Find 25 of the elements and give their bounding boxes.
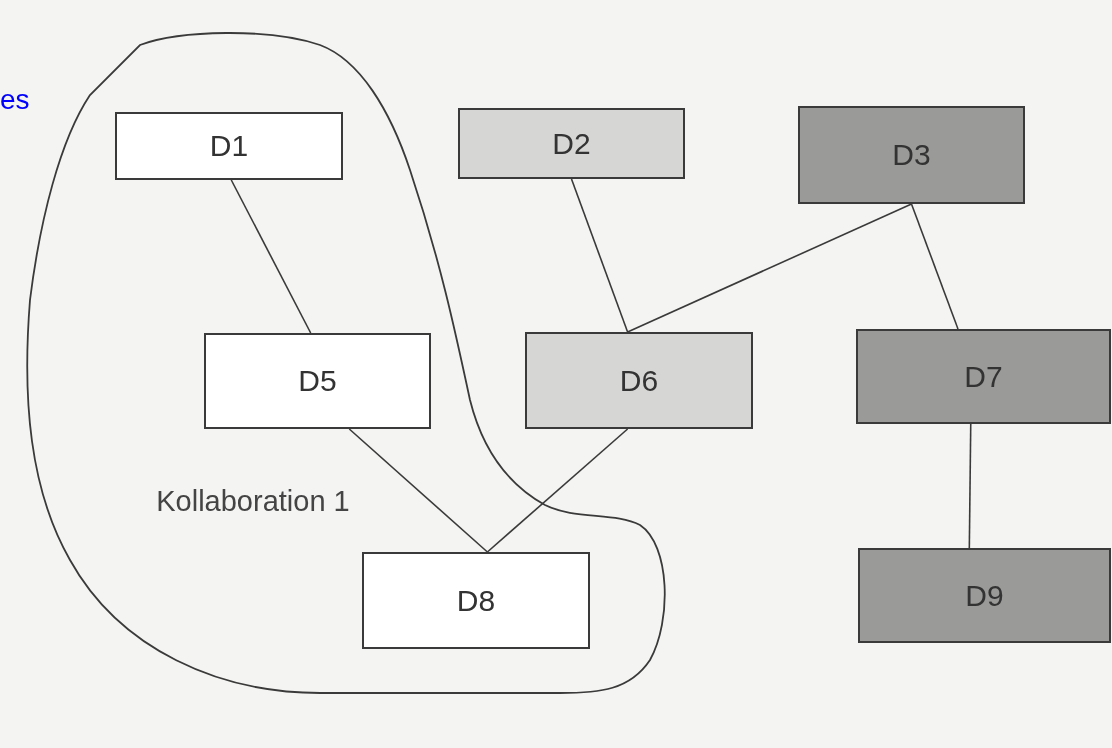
connector-line — [348, 428, 489, 553]
component-box — [798, 106, 1025, 204]
component-label: D6 — [619, 363, 659, 398]
component-label: D5 — [298, 364, 337, 398]
group-label: Kollaboration 1 — [155, 484, 351, 519]
component-label: D2 — [552, 126, 591, 161]
component-label: D7 — [964, 359, 1003, 394]
connector-line — [910, 203, 959, 330]
connector-line — [968, 423, 972, 549]
connector-line — [486, 428, 629, 553]
component-box — [525, 332, 753, 429]
component-box — [115, 112, 343, 180]
connector-line — [626, 203, 913, 333]
connector-line — [230, 179, 312, 334]
component-box — [856, 329, 1111, 424]
link-text: es — [0, 84, 30, 116]
component-box — [458, 108, 685, 179]
connector-line — [570, 178, 629, 333]
component-box — [204, 333, 431, 429]
component-label: D3 — [892, 138, 931, 172]
component-label: D9 — [965, 578, 1004, 613]
component-box — [362, 552, 590, 649]
component-box — [858, 548, 1111, 643]
component-label: D8 — [456, 583, 496, 618]
component-label: D1 — [209, 129, 249, 163]
